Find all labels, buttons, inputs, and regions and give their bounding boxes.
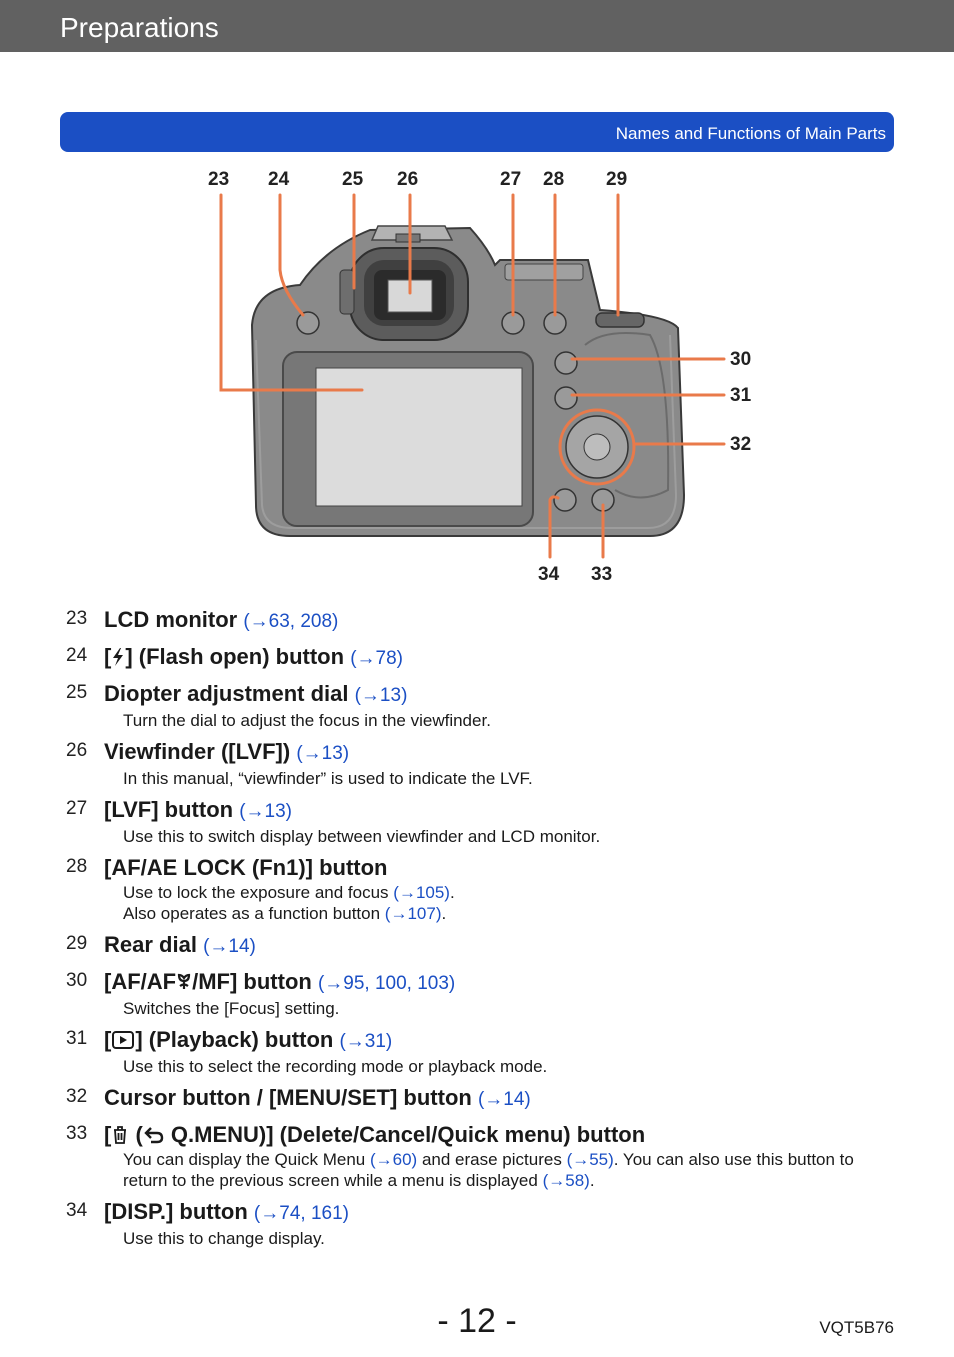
item-number: 28 — [66, 856, 88, 877]
page-ref-link[interactable]: (→58) — [542, 1171, 590, 1190]
camera-rear-diagram: 23 24 25 26 27 28 29 30 31 32 33 34 — [208, 169, 752, 585]
list-item: 28 [AF/AE LOCK (Fn1)] button Use to lock… — [66, 854, 906, 924]
callout-30: 30 — [730, 349, 751, 370]
callout-34: 34 — [538, 564, 560, 585]
item-title: [DISP.] button — [104, 1199, 248, 1224]
af-macro-icon — [177, 973, 191, 989]
page-ref-link[interactable]: (→105) — [393, 883, 450, 902]
item-description: In this manual, “viewfinder” is used to … — [123, 769, 533, 788]
callout-31: 31 — [730, 385, 752, 406]
callout-33: 33 — [591, 564, 612, 585]
section-title: Names and Functions of Main Parts — [615, 124, 886, 143]
flash-button — [296, 311, 320, 335]
playback-icon — [112, 1031, 135, 1049]
item-title: [AF/AE LOCK (Fn1)] button — [104, 855, 388, 880]
item-title-prefix: [ — [104, 1027, 112, 1052]
item-title-prefix: [AF/AF — [104, 969, 177, 994]
item-title-prefix: [ — [104, 644, 112, 669]
page-section-title: Preparations — [60, 12, 219, 43]
item-number: 32 — [66, 1086, 88, 1107]
list-item: 32 Cursor button / [MENU/SET] button (→1… — [66, 1084, 906, 1114]
item-description: Use to lock the exposure and focus (→105… — [123, 883, 455, 902]
item-description: You can display the Quick Menu (→60) and… — [123, 1150, 854, 1169]
page-ref-link[interactable]: (→63, 208) — [243, 611, 339, 632]
callout-23: 23 — [208, 169, 229, 190]
callout-25: 25 — [342, 169, 364, 190]
item-number: 33 — [66, 1123, 88, 1144]
disp-button — [553, 488, 577, 512]
list-item: 26 Viewfinder ([LVF]) (→13) In this manu… — [66, 738, 906, 789]
list-item: 34 [DISP.] button (→74, 161) Use this to… — [66, 1198, 906, 1249]
item-title: /MF] button — [192, 969, 312, 994]
callout-24: 24 — [268, 169, 290, 190]
item-title: LCD monitor — [104, 607, 238, 632]
item-description: Use this to select the recording mode or… — [123, 1057, 548, 1076]
cursor-pad-highlight — [558, 408, 636, 486]
item-description: Switches the [Focus] setting. — [123, 999, 340, 1018]
callout-28: 28 — [543, 169, 564, 190]
list-item: 25 Diopter adjustment dial (→13) Turn th… — [66, 680, 906, 731]
list-item: 29 Rear dial (→14) — [66, 931, 906, 961]
playback-button — [554, 386, 578, 410]
item-description: Use this to change display. — [123, 1229, 325, 1248]
trash-icon — [114, 1126, 127, 1144]
list-item: 33 [ ( Q.MENU)] (Delete/Cancel/Quick men… — [66, 1121, 906, 1191]
item-title: ] (Flash open) button — [125, 644, 345, 669]
parts-list: 23 LCD monitor (→63, 208) 24 [ ] (Flash o… — [66, 606, 906, 1256]
item-title: Rear dial — [104, 932, 197, 957]
item-title: Viewfinder ([LVF]) — [104, 739, 291, 764]
item-number: 29 — [66, 933, 88, 954]
item-description: Also operates as a function button (→107… — [123, 904, 447, 923]
item-title: Cursor button / [MENU/SET] button — [104, 1085, 472, 1110]
page-ref-link[interactable]: (→74, 161) — [253, 1203, 349, 1224]
item-number: 30 — [66, 970, 88, 991]
list-item: 30 [AF/AF/MF] button (→95, 100, 103) Swi… — [66, 968, 906, 1019]
item-title: [LVF] button — [104, 797, 234, 822]
item-title: Q.MENU)] (Delete/Cancel/Quick menu) butt… — [164, 1122, 646, 1147]
callout-29: 29 — [606, 169, 627, 190]
page-number: - 12 - — [437, 1302, 517, 1340]
page-ref-link[interactable]: (→78) — [350, 648, 403, 669]
af-mf-button — [554, 351, 578, 375]
page-ref-link[interactable]: (→31) — [339, 1031, 393, 1052]
item-description: return to the previous screen while a me… — [123, 1171, 595, 1190]
item-title-prefix: [ — [104, 1122, 112, 1147]
header-bar: Preparations — [0, 0, 954, 52]
page-ref-link[interactable]: (→14) — [203, 936, 256, 957]
flash-icon — [113, 648, 124, 666]
item-number: 24 — [66, 645, 88, 666]
item-number: 27 — [66, 798, 88, 819]
page-ref-link[interactable]: (→107) — [384, 904, 442, 923]
page-ref-link[interactable]: (→14) — [477, 1089, 531, 1110]
page-ref-link[interactable]: (→13) — [239, 801, 293, 822]
callout-26: 26 — [397, 169, 418, 190]
item-title: ] (Playback) button — [135, 1027, 334, 1052]
item-number: 25 — [66, 682, 88, 703]
page-ref-link[interactable]: (→13) — [354, 685, 408, 706]
rear-dial — [595, 312, 645, 328]
document-code: VQT5B76 — [819, 1318, 894, 1337]
list-item: 31 [ ] (Playback) button (→31) Use this t… — [66, 1026, 906, 1077]
return-icon — [144, 1127, 163, 1144]
item-description: Turn the dial to adjust the focus in the… — [123, 711, 491, 730]
page-ref-link[interactable]: (→55) — [566, 1150, 614, 1169]
page-ref-link[interactable]: (→13) — [296, 743, 350, 764]
page-ref-link[interactable]: (→60) — [369, 1150, 418, 1169]
item-number: 31 — [66, 1028, 88, 1049]
diopter-dial — [339, 269, 355, 315]
item-title: Diopter adjustment dial — [104, 681, 349, 706]
callout-27: 27 — [500, 169, 521, 190]
item-number: 26 — [66, 740, 88, 761]
item-description: Use this to switch display between viewf… — [123, 827, 601, 846]
list-item: 27 [LVF] button (→13) Use this to switch… — [66, 796, 906, 847]
item-number: 34 — [66, 1200, 88, 1221]
callout-32: 32 — [730, 434, 751, 455]
list-item: 23 LCD monitor (→63, 208) — [66, 606, 906, 636]
list-item: 24 [ ] (Flash open) button (→78) — [66, 643, 906, 673]
page-ref-link[interactable]: (→95, 100, 103) — [317, 973, 456, 994]
section-banner: Names and Functions of Main Parts — [60, 112, 894, 152]
item-number: 23 — [66, 608, 88, 629]
